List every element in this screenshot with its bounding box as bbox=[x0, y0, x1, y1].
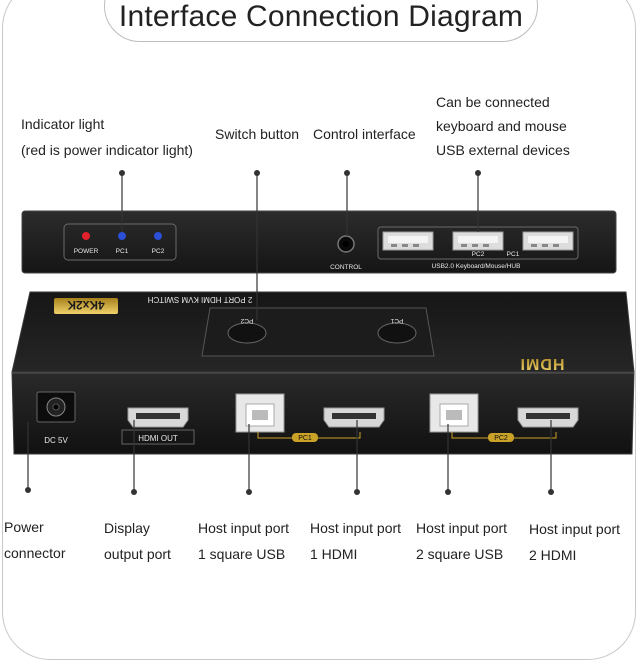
dc-label: DC 5V bbox=[44, 436, 68, 445]
callout-line: 1 HDMI bbox=[310, 546, 358, 562]
device-rear-panel: POWER PC1 PC2 CONTROL PC2 PC1 USB2.0 Key… bbox=[21, 210, 617, 274]
callout-line: Host input port bbox=[198, 520, 290, 536]
control-label: CONTROL bbox=[330, 264, 362, 271]
callout-line: keyboard and mouse bbox=[436, 118, 567, 134]
pc2-group-label: PC2 bbox=[494, 435, 508, 442]
usb-hub-port-1 bbox=[382, 231, 434, 251]
pc2-led bbox=[154, 232, 162, 240]
pc1-usb-b-port bbox=[235, 393, 285, 433]
callout-host1-usb: Host input port 1 square USB bbox=[198, 515, 289, 567]
pc1-hdmi-port bbox=[323, 407, 385, 428]
pc2-led-label: PC2 bbox=[152, 248, 165, 255]
diagram-title: Interface Connection Diagram bbox=[118, 0, 524, 33]
callout-line: Power bbox=[4, 519, 44, 535]
callout-host2-hdmi: Host input port 2 HDMI bbox=[529, 516, 620, 568]
pc2-usb-b-port bbox=[429, 393, 479, 433]
callout-usb-external: Can be connected keyboard and mouse USB … bbox=[436, 90, 570, 162]
pc1-group-label: PC1 bbox=[298, 435, 312, 442]
power-led-label: POWER bbox=[74, 248, 99, 255]
callout-line: Indicator light bbox=[21, 116, 105, 132]
pc1-button-label: PC1 bbox=[390, 317, 403, 324]
resolution-badge: 4Kx2K bbox=[54, 298, 118, 314]
badge-text: 4Kx2K bbox=[67, 298, 105, 312]
callout-lines bbox=[25, 170, 554, 495]
hdmi-out-label: HDMI OUT bbox=[138, 434, 178, 443]
usb-port-label-pc2: PC2 bbox=[472, 251, 485, 258]
callout-line: 2 HDMI bbox=[529, 547, 577, 563]
callout-host1-hdmi: Host input port 1 HDMI bbox=[310, 515, 401, 567]
callout-line: 2 square USB bbox=[416, 546, 504, 562]
callout-switch-button: Switch button bbox=[215, 126, 300, 142]
pc1-switch-button: PC1 bbox=[377, 317, 417, 344]
pc2-switch-button: PC2 bbox=[227, 317, 267, 344]
callout-line: Host input port bbox=[310, 520, 402, 536]
hdmi-logo: HDMI bbox=[520, 355, 565, 372]
usb-hub-port-3 bbox=[522, 231, 574, 251]
callout-control-interface: Control interface bbox=[313, 126, 416, 142]
callout-line: Host input port bbox=[529, 521, 621, 537]
usb-hub-label: USB2.0 Keyboard/Mouse/HUB bbox=[432, 263, 521, 270]
callout-line: Can be connected bbox=[436, 94, 550, 110]
callout-display-output: Display output port bbox=[104, 515, 171, 567]
callout-host2-usb: Host input port 2 square USB bbox=[416, 515, 507, 567]
callout-line: output port bbox=[104, 546, 171, 562]
hdmi-out-port: HDMI OUT bbox=[121, 407, 195, 445]
callout-line: connector bbox=[4, 545, 66, 561]
pc1-led bbox=[118, 232, 126, 240]
model-name: 2 PORT HDMI KVM SWITCH bbox=[147, 295, 252, 304]
pc2-button-label: PC2 bbox=[240, 317, 253, 324]
title-pill bbox=[104, 0, 538, 42]
callout-power-connector: Power connector bbox=[4, 514, 65, 566]
device-front-unit: 4Kx2K 2 PORT HDMI KVM SWITCH PC2 PC1 HDM… bbox=[11, 291, 635, 455]
callout-line: Host input port bbox=[416, 520, 508, 536]
usb-hub-port-2 bbox=[452, 231, 504, 251]
callout-line: 1 square USB bbox=[198, 546, 286, 562]
hdmi-logo-text: HDMI bbox=[520, 355, 565, 372]
callout-line: Display bbox=[104, 520, 150, 536]
callout-line: (red is power indicator light) bbox=[21, 142, 193, 158]
power-led bbox=[82, 232, 90, 240]
callout-line: USB external devices bbox=[436, 142, 570, 158]
dc-power-jack: DC 5V bbox=[36, 391, 76, 445]
usb-port-label-pc1: PC1 bbox=[507, 251, 520, 258]
callout-indicator-light: Indicator light (red is power indicator … bbox=[21, 112, 193, 162]
pc2-hdmi-port bbox=[517, 407, 579, 428]
pc1-led-label: PC1 bbox=[116, 248, 129, 255]
